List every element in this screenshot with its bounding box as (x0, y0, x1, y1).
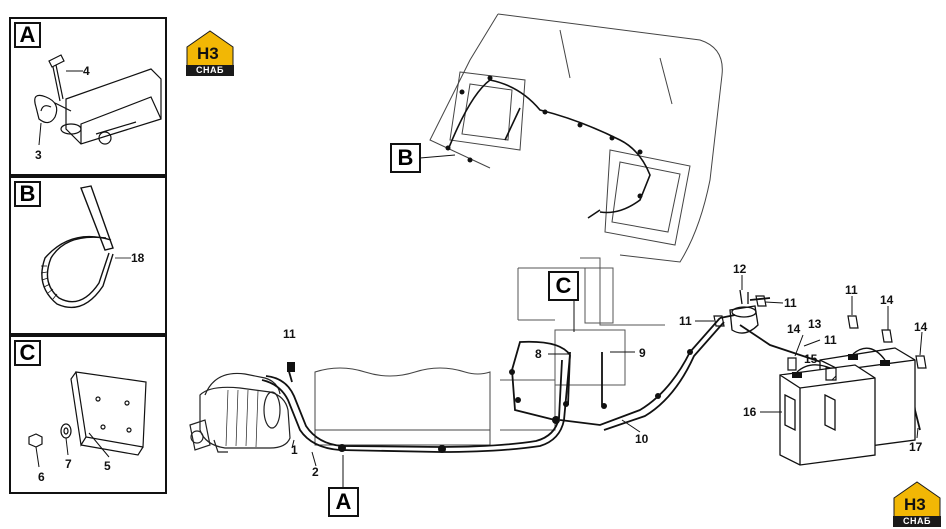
part-number-4: 4 (83, 64, 90, 78)
logo-mark: H3 (197, 44, 219, 63)
detail-panel-b: B 18 (9, 176, 167, 335)
detail-label-b: B (14, 181, 41, 207)
callout-c: C (548, 271, 579, 301)
part-number-10: 10 (635, 432, 649, 446)
part-number-14: 14 (914, 320, 928, 334)
cable-tie-drawing (40, 185, 131, 309)
part-number-11: 11 (283, 327, 296, 341)
house-icon (186, 30, 234, 76)
part-number-17: 17 (909, 440, 923, 454)
callout-a: A (328, 487, 359, 517)
brand-logo-bottom: H3 СНАБ (892, 480, 942, 527)
logo-brand: СНАБ (196, 65, 224, 75)
part-number-11: 11 (784, 296, 797, 310)
detail-panel-c: C 6 7 5 (9, 335, 167, 494)
part-number-7: 7 (65, 457, 72, 471)
detail-label-c: C (14, 340, 41, 366)
part-number-14: 14 (880, 293, 894, 307)
part-number-1: 1 (291, 443, 298, 457)
part-number-16: 16 (743, 405, 757, 419)
logo-brand: СНАБ (903, 516, 931, 526)
detail-panel-a: A 4 3 (9, 17, 167, 176)
part-number-11: 11 (824, 333, 837, 347)
plate-fasteners-drawing (28, 371, 147, 468)
part-number-18: 18 (131, 251, 145, 265)
part-number-6: 6 (38, 470, 45, 484)
part-number-11: 11 (845, 283, 858, 297)
part-number-9: 9 (639, 346, 646, 360)
callout-b: B (390, 143, 421, 173)
part-number-2: 2 (312, 465, 319, 479)
part-number-3: 3 (35, 148, 42, 162)
part-number-5: 5 (104, 459, 111, 473)
part-number-15: 15 (804, 352, 818, 366)
part-number-12: 12 (733, 262, 747, 276)
clamp-bracket-drawing (34, 54, 162, 146)
detail-label-a: A (14, 22, 41, 48)
part-number-11: 11 (679, 314, 692, 328)
house-icon (893, 481, 941, 527)
part-number-14: 14 (787, 322, 801, 336)
part-number-13: 13 (808, 317, 822, 331)
logo-mark: H3 (904, 495, 926, 514)
part-number-8: 8 (535, 347, 542, 361)
brand-logo-top: H3 СНАБ (185, 29, 235, 76)
